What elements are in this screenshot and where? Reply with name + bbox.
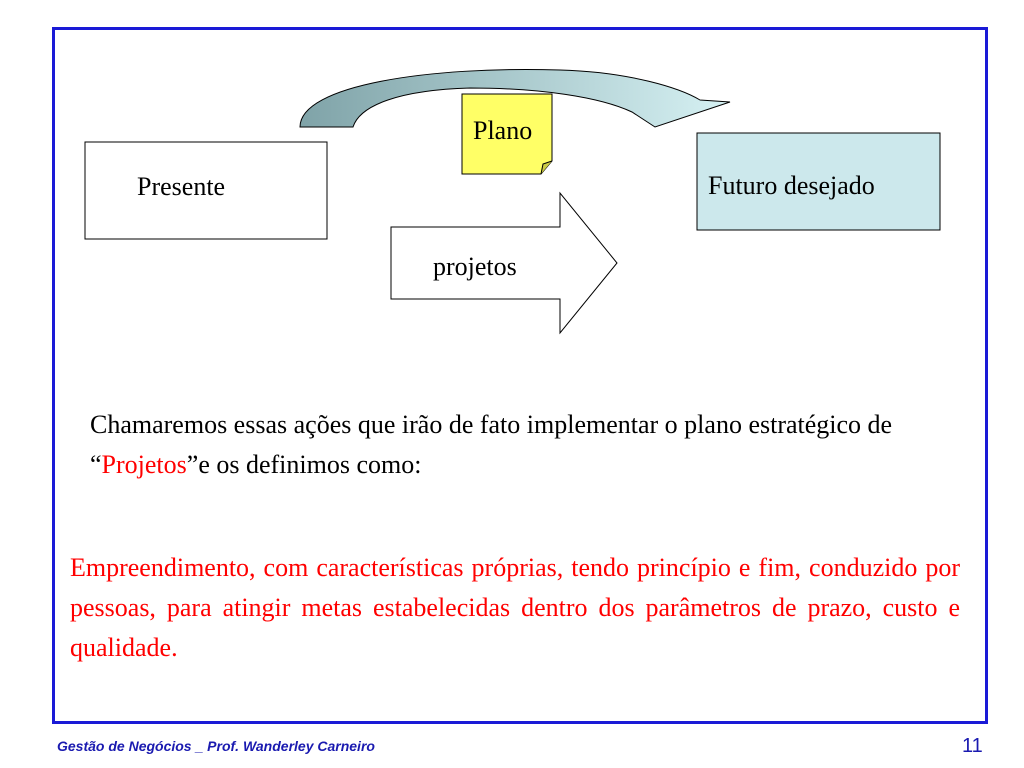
future-box (696, 132, 941, 231)
intro-text-after: ”e os definimos como: (186, 450, 422, 479)
intro-text-before: Chamaremos essas ações que irão de fato … (90, 410, 893, 479)
definition-paragraph: Empreendimento, com características próp… (70, 553, 960, 662)
slide-frame (52, 27, 988, 724)
intro-paragraph: Chamaremos essas ações que irão de fato … (90, 405, 970, 485)
present-label: Presente (137, 172, 226, 201)
curved-arrow (299, 69, 731, 128)
intro-highlight: Projetos (101, 450, 187, 479)
present-box (84, 141, 328, 240)
page-number: 11 (962, 735, 983, 757)
future-label: Futuro desejado (708, 171, 875, 200)
projects-label: projetos (433, 252, 517, 281)
plan-note-fold (540, 160, 553, 175)
plan-label: Plano (473, 116, 533, 145)
projects-arrow (390, 191, 618, 335)
footer-course: Gestão de Negócios _ Prof. Wanderley Car… (57, 738, 375, 754)
